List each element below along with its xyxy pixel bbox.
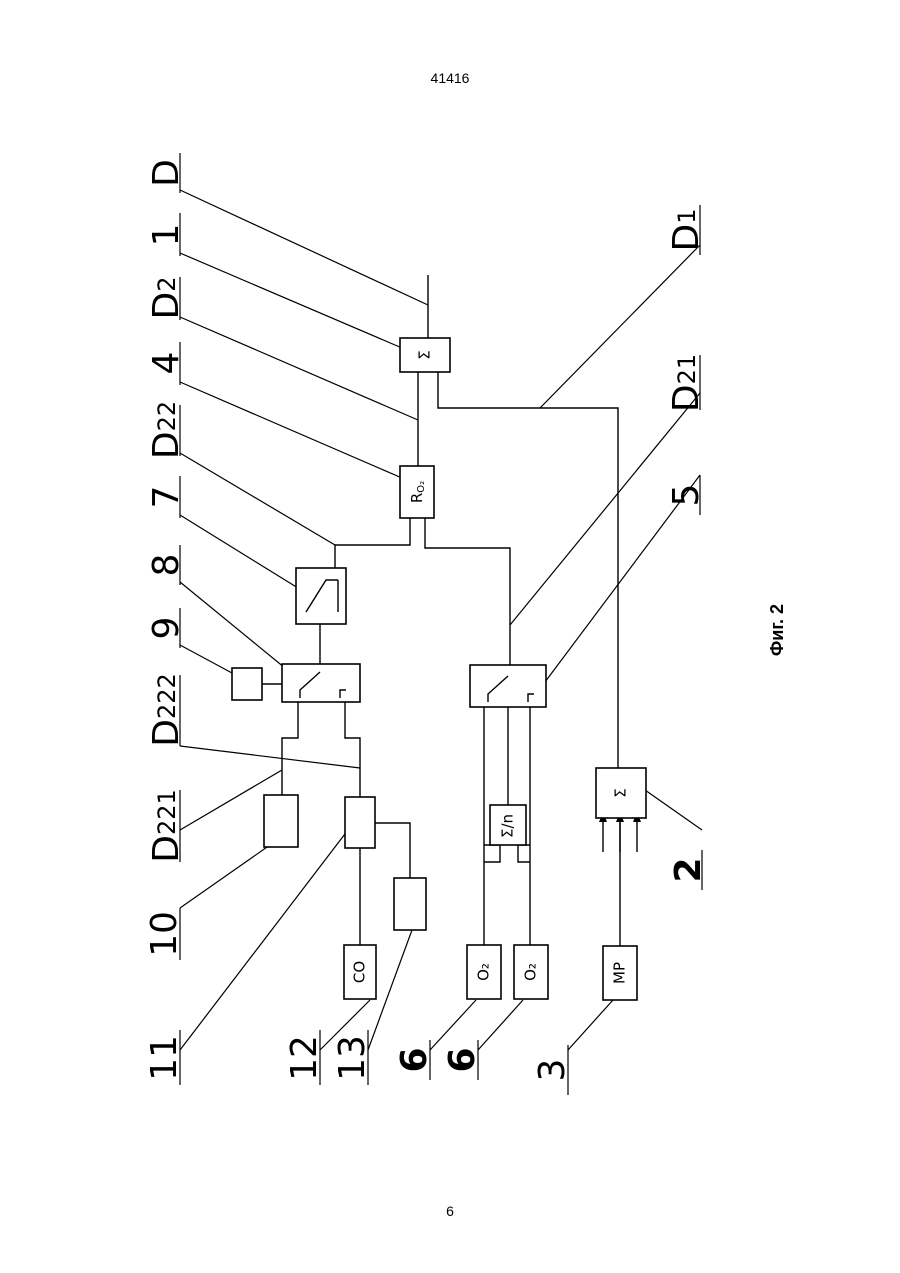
label-D1: D — [666, 224, 707, 252]
o2-a-text: O₂ — [475, 963, 493, 981]
ro2-text: R — [408, 493, 426, 503]
svg-text:D222: D222 — [146, 673, 187, 747]
right-labels: 2 5 D21 D1 — [666, 205, 709, 890]
comparator-block-7 — [296, 568, 346, 624]
block-13 — [394, 878, 426, 930]
co-text: CO — [351, 961, 369, 983]
sum-block-main: Σ — [400, 338, 450, 372]
label-9: 9 — [146, 617, 187, 640]
svg-text:D2: D2 — [146, 276, 187, 319]
label-D222-sub: 222 — [153, 673, 181, 719]
label-11: 11 — [144, 1035, 185, 1081]
label-13: 13 — [332, 1035, 373, 1081]
label-D2-sub: 2 — [153, 276, 181, 291]
label-D222: D — [146, 719, 187, 747]
label-5: 5 — [666, 484, 707, 507]
svg-text:D221: D221 — [146, 789, 187, 863]
sum-2-symbol: Σ — [612, 788, 630, 797]
svg-text:D22: D22 — [146, 401, 187, 459]
block-10 — [264, 795, 298, 847]
label-6a: 6 — [394, 1047, 435, 1072]
block-11 — [345, 797, 375, 848]
label-8: 8 — [146, 554, 187, 577]
co-block: CO — [344, 945, 376, 999]
label-2: 2 — [668, 857, 709, 882]
label-D21-sub: 21 — [673, 354, 701, 385]
label-12: 12 — [284, 1035, 325, 1081]
label-D22: D — [146, 431, 187, 459]
figure-caption: Фиг. 2 — [767, 604, 787, 656]
sum-main-symbol: Σ — [416, 350, 434, 359]
label-D21: D — [666, 384, 707, 412]
block-9 — [232, 668, 262, 700]
label-D1-sub: 1 — [673, 208, 701, 223]
ro2-block: RO₂ — [400, 466, 434, 518]
switch-block-8 — [282, 664, 360, 702]
svg-text:D21: D21 — [666, 354, 707, 412]
leader-lines — [180, 190, 702, 1050]
label-D22-sub: 22 — [153, 401, 181, 432]
sum-block-2: Σ — [596, 768, 646, 818]
mid-block-text: Σ/n — [499, 814, 517, 838]
mid-block: Σ/n — [490, 805, 526, 845]
ro2-sub-text: O₂ — [416, 481, 427, 493]
o2-b-text: O₂ — [522, 963, 540, 981]
label-D221: D — [146, 835, 187, 863]
mp-text: MP — [611, 962, 629, 984]
label-4: 4 — [146, 352, 187, 375]
switch-block-5 — [470, 665, 546, 707]
label-3: 3 — [532, 1059, 573, 1082]
mp-block: MP — [603, 946, 637, 1000]
label-D: D — [146, 159, 187, 187]
o2-block-b: O₂ — [514, 945, 548, 999]
label-10: 10 — [144, 911, 185, 957]
label-6b: 6 — [442, 1047, 483, 1072]
label-D2: D — [146, 292, 187, 320]
label-7: 7 — [146, 486, 187, 509]
o2-block-a: O₂ — [467, 945, 501, 999]
svg-text:D1: D1 — [666, 208, 707, 251]
label-1: 1 — [146, 224, 187, 247]
label-D221-sub: 221 — [153, 789, 181, 835]
